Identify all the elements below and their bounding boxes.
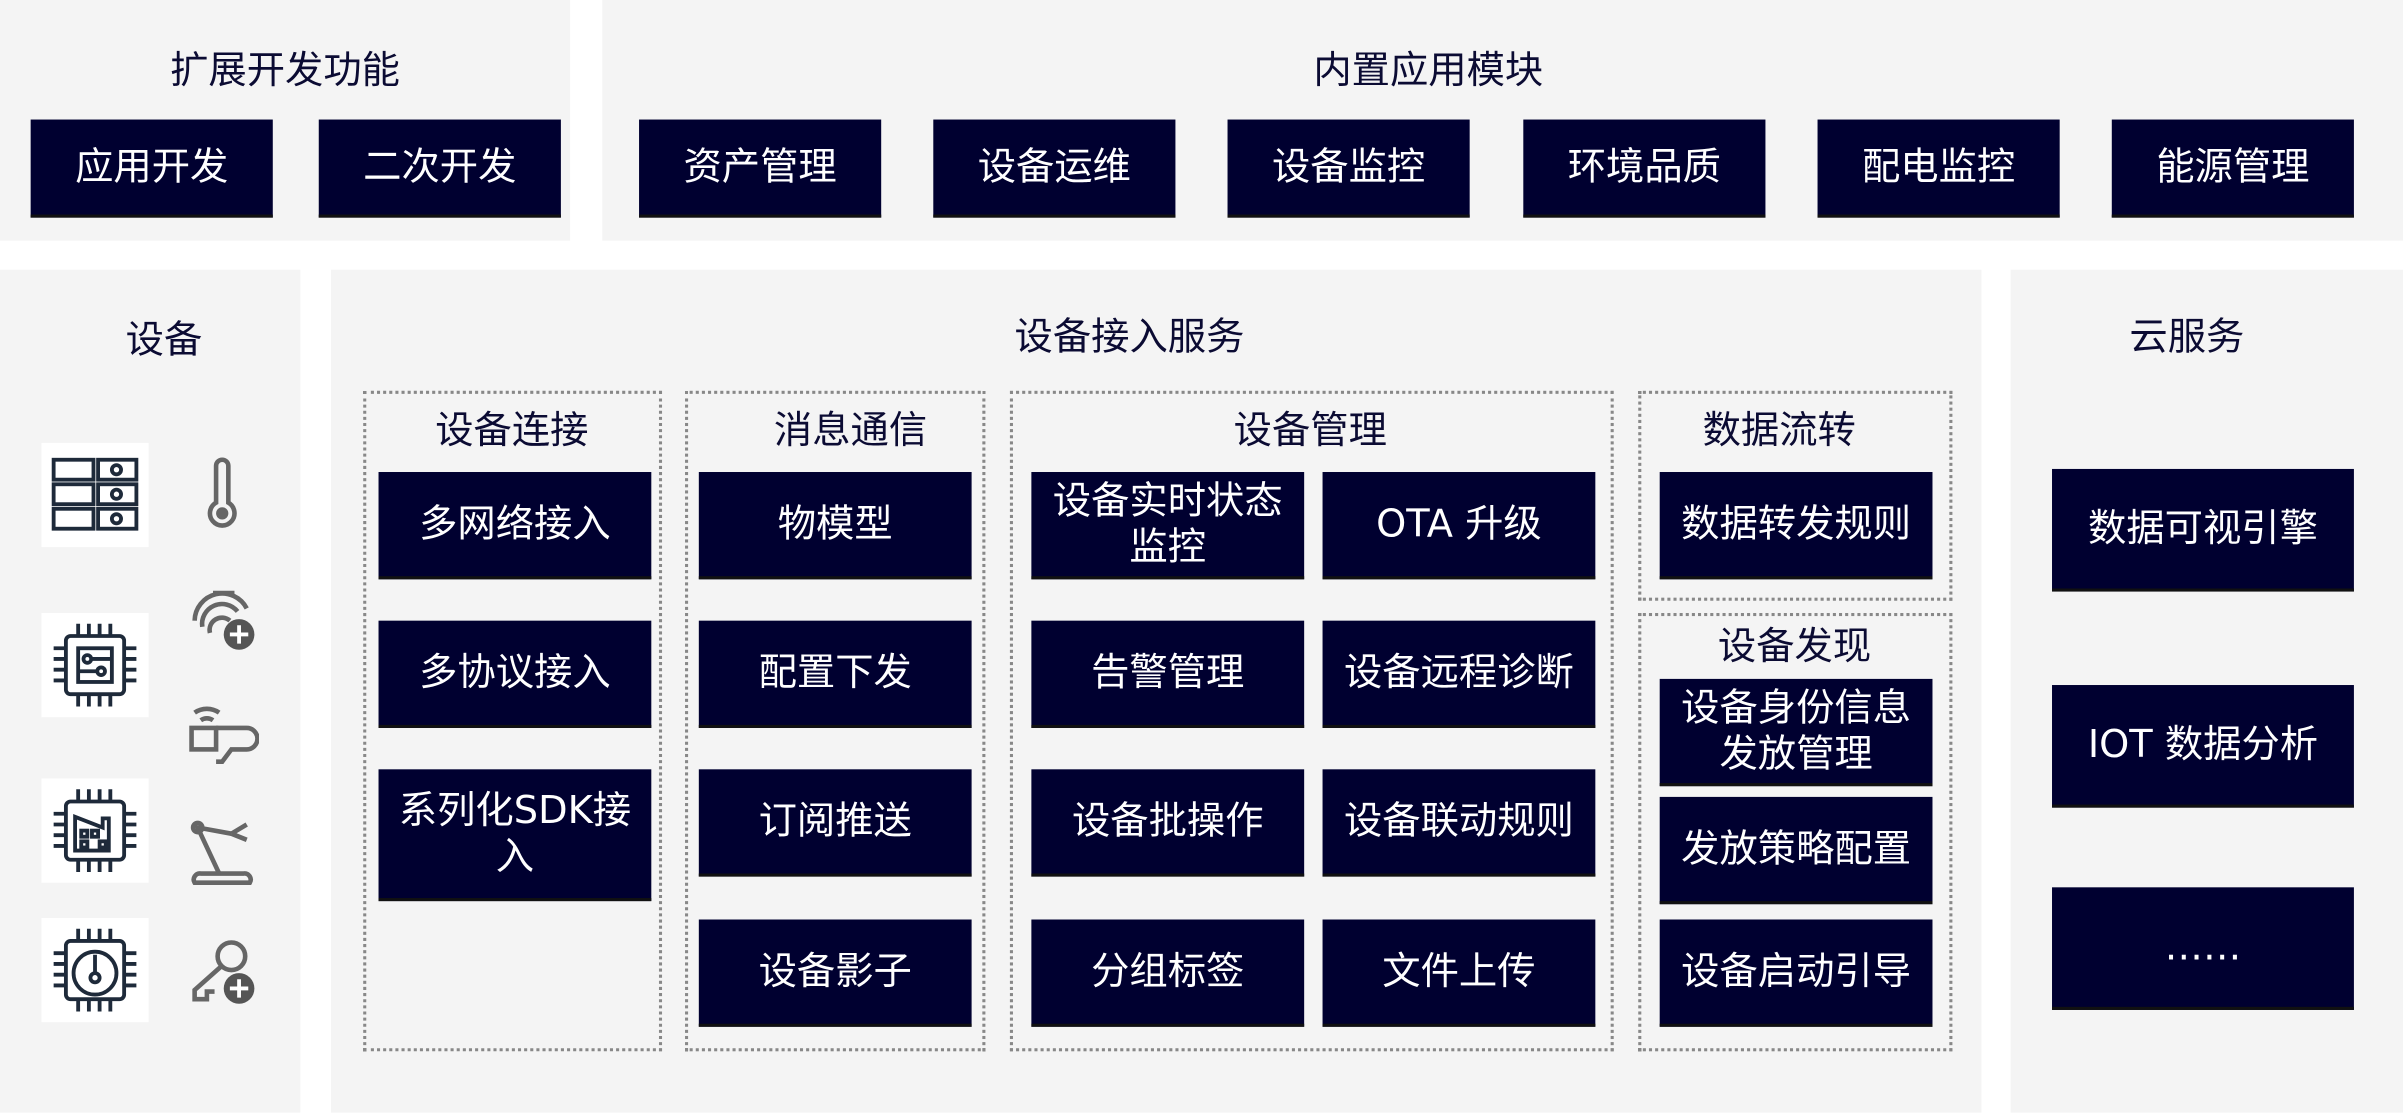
service-item[interactable]: 数据转发规则 [1659,472,1933,580]
builtin-module[interactable]: 资产管理 [639,119,882,218]
extension-item[interactable]: 二次开发 [318,119,561,218]
service-item[interactable]: 订阅推送 [698,769,972,877]
group-title: 设备管理 [1233,407,1387,453]
service-item[interactable]: 设备联动规则 [1322,769,1596,877]
service-item[interactable]: 设备启动引导 [1659,919,1933,1027]
builtin-module[interactable]: 设备运维 [933,119,1176,218]
fingerprint-add-icon [192,590,255,650]
service-item[interactable]: 告警管理 [1031,620,1305,728]
service-group [363,390,663,1052]
service-item[interactable]: 设备批操作 [1031,769,1305,877]
gauge-chip-icon [41,917,149,1023]
builtin-panel [602,0,2403,241]
cloud-service[interactable]: 数据可视引擎 [2052,468,2354,592]
service-item[interactable]: 分组标签 [1031,919,1305,1027]
server-rack-icon [41,442,149,548]
builtin-module[interactable]: 能源管理 [2111,119,2354,218]
group-title: 设备发现 [1717,623,1872,669]
service-item[interactable]: 设备影子 [698,919,972,1027]
cloud-title: 云服务 [2129,314,2245,359]
service-item[interactable]: OTA 升级 [1322,472,1596,580]
service-item[interactable]: 多协议接入 [378,620,652,728]
service-item[interactable]: 发放策略配置 [1659,796,1933,905]
service-item[interactable]: 物模型 [698,472,972,580]
cloud-service[interactable]: …… [2052,887,2354,1010]
circuit-chip-icon [41,613,149,718]
service-group [1638,613,1953,1052]
service-item[interactable]: 设备身份信息发放管理 [1659,678,1933,787]
extension-item[interactable]: 应用开发 [30,119,273,218]
service-item[interactable]: 配置下发 [698,620,972,728]
service-item[interactable]: 系列化SDK接入 [378,769,652,902]
factory-chip-icon [41,778,149,883]
service-group [1638,390,1953,601]
service-item[interactable]: 设备实时状态监控 [1031,472,1305,580]
devices-title: 设备 [125,317,203,362]
cloud-service[interactable]: IOT 数据分析 [2052,685,2354,808]
builtin-module[interactable]: 环境品质 [1523,119,1766,218]
service-item[interactable]: 多网络接入 [378,472,652,580]
robot-arm-icon [190,820,253,886]
service-item[interactable]: 文件上传 [1322,919,1596,1027]
service-group [1009,390,1614,1052]
group-title: 数据流转 [1702,407,1856,453]
thermometer-icon [207,457,237,528]
builtin-title: 内置应用模块 [1313,47,1544,92]
builtin-module[interactable]: 设备监控 [1227,119,1470,218]
builtin-module[interactable]: 配电监控 [1817,119,2060,218]
service-item[interactable]: 设备远程诊断 [1322,620,1596,728]
group-title: 设备连接 [435,407,589,453]
access-title: 设备接入服务 [1014,314,1245,359]
service-group [685,390,986,1052]
wireless-hand-icon [189,706,259,764]
extension-title: 扩展开发功能 [170,47,400,92]
key-add-icon [192,940,255,1004]
group-title: 消息通信 [773,407,928,453]
